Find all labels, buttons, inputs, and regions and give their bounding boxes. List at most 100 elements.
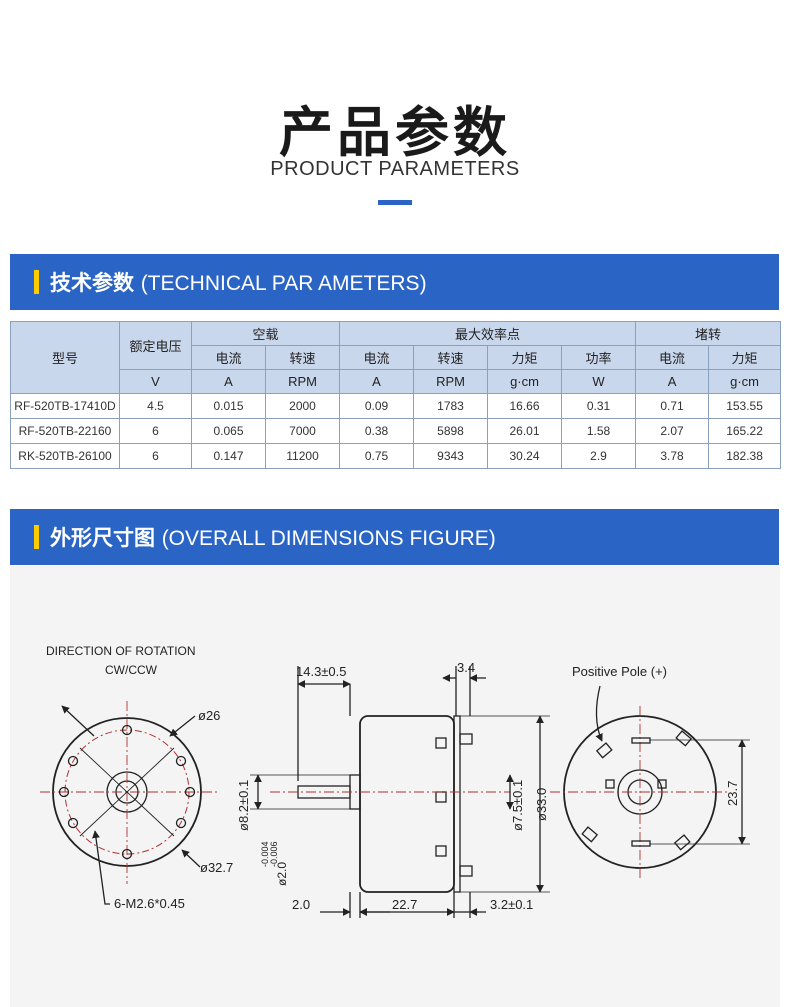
table-cell: 11200 bbox=[264, 443, 341, 469]
unit-cell: A bbox=[191, 369, 266, 394]
mount-hole bbox=[184, 786, 196, 798]
table-cell: 1783 bbox=[413, 393, 489, 419]
dim-22-7: 22.7 bbox=[392, 897, 417, 912]
terminal bbox=[631, 840, 651, 847]
dim-dia-32-7: ø32.7 bbox=[200, 860, 233, 875]
mount-hole bbox=[67, 755, 79, 767]
no-load-group-header: 空载 bbox=[190, 321, 341, 346]
sub-header: 电流 bbox=[191, 345, 266, 370]
dimensions-section-header: 外形尺寸图 (OVERALL DIMENSIONS FIGURE) bbox=[10, 509, 779, 565]
table-cell: 30.24 bbox=[487, 443, 563, 469]
dim-8-2: ø8.2±0.1 bbox=[236, 780, 251, 831]
dim-14-3: 14.3±0.5 bbox=[296, 664, 347, 679]
sub-header: 力矩 bbox=[487, 345, 563, 370]
table-cell: 6 bbox=[119, 443, 192, 469]
table-cell: 6 bbox=[119, 418, 192, 444]
table-cell: 0.065 bbox=[191, 418, 266, 444]
mount-hole bbox=[58, 786, 70, 798]
title-underline bbox=[378, 200, 412, 205]
table-row: RF-520TB-17410D 4.5 0.015 2000 0.09 1783… bbox=[10, 393, 782, 419]
table-cell: 0.147 bbox=[191, 443, 266, 469]
table-cell: 0.015 bbox=[191, 393, 266, 419]
motor-can bbox=[359, 715, 455, 893]
mount-hole bbox=[121, 724, 133, 736]
dim-dia-26: ø26 bbox=[198, 708, 220, 723]
sub-header: 功率 bbox=[561, 345, 637, 370]
sub-header: 力矩 bbox=[708, 345, 782, 370]
table-cell: 5898 bbox=[413, 418, 489, 444]
technical-section-header: 技术参数 (TECHNICAL PAR AMETERS) bbox=[10, 254, 779, 310]
parameter-table: 型号 额定电压 空载 最大效率点 堵转 电流 转速 电流 转速 力矩 功率 电流… bbox=[10, 321, 782, 469]
dim-2-0: 2.0 bbox=[292, 897, 310, 912]
unit-cell: RPM bbox=[264, 369, 341, 394]
dimensions-section-title: 外形尺寸图 (OVERALL DIMENSIONS FIGURE) bbox=[50, 522, 496, 552]
sub-header: 电流 bbox=[635, 345, 710, 370]
unit-cell: W bbox=[561, 369, 637, 394]
technical-section-title: 技术参数 (TECHNICAL PAR AMETERS) bbox=[50, 267, 427, 297]
table-cell: RK-520TB-26100 bbox=[10, 443, 120, 469]
table-cell: 0.38 bbox=[339, 418, 415, 444]
mount-hole bbox=[121, 848, 133, 860]
table-cell: 7000 bbox=[264, 418, 341, 444]
table-row: RF-520TB-22160 6 0.065 7000 0.38 5898 26… bbox=[10, 418, 782, 444]
table-cell: 1.58 bbox=[561, 418, 637, 444]
mount-hole bbox=[67, 817, 79, 829]
table-cell: 153.55 bbox=[708, 393, 782, 419]
positive-pole-label: Positive Pole (+) bbox=[572, 664, 667, 679]
technical-title-en: (TECHNICAL PAR AMETERS) bbox=[140, 272, 427, 295]
table-cell: 9343 bbox=[413, 443, 489, 469]
unit-cell: g·cm bbox=[708, 369, 782, 394]
unit-cell: g·cm bbox=[487, 369, 563, 394]
sub-header: 转速 bbox=[264, 345, 341, 370]
unit-cell: A bbox=[339, 369, 415, 394]
table-cell: 0.75 bbox=[339, 443, 415, 469]
page-title: 产品参数 bbox=[279, 101, 511, 164]
rear-view: Positive Pole (+) 23.7 bbox=[550, 664, 750, 878]
section-marker bbox=[34, 270, 39, 294]
table-cell: RF-520TB-22160 bbox=[10, 418, 120, 444]
dim-shaft: ø2.0 bbox=[275, 862, 289, 886]
dim-3-4: 3.4 bbox=[457, 660, 475, 675]
table-cell: 4.5 bbox=[119, 393, 192, 419]
front-view: DIRECTION OF ROTATION CW/CCW ø26 ø32.7 bbox=[40, 644, 233, 911]
dim-7-5: ø7.5±0.1 bbox=[510, 780, 525, 831]
table-cell: 2.9 bbox=[561, 443, 637, 469]
mount-hole bbox=[175, 755, 187, 767]
unit-cell: V bbox=[119, 369, 192, 394]
dim-shaft-tol-top: -0.004 bbox=[260, 841, 270, 867]
max-efficiency-group-header: 最大效率点 bbox=[339, 321, 637, 346]
dimensions-title-en: (OVERALL DIMENSIONS FIGURE) bbox=[161, 527, 496, 550]
table-cell: 0.71 bbox=[635, 393, 710, 419]
model-header: 型号 bbox=[10, 321, 120, 394]
motor-drawing: DIRECTION OF ROTATION CW/CCW ø26 ø32.7 bbox=[40, 644, 750, 918]
unit-cell: A bbox=[635, 369, 710, 394]
table-row: RK-520TB-26100 6 0.147 11200 0.75 9343 3… bbox=[10, 443, 782, 469]
dim-shaft-tol-bottom: -0.006 bbox=[269, 841, 279, 867]
dimensions-figure: DIRECTION OF ROTATION CW/CCW ø26 ø32.7 bbox=[10, 566, 780, 1007]
table-cell: 3.78 bbox=[635, 443, 710, 469]
dim-23-7: 23.7 bbox=[725, 781, 740, 806]
table-cell: 182.38 bbox=[708, 443, 782, 469]
table-cell: 0.09 bbox=[339, 393, 415, 419]
stall-group-header: 堵转 bbox=[635, 321, 782, 346]
dim-33: ø33.0 bbox=[534, 788, 549, 821]
dim-3-2: 3.2±0.1 bbox=[490, 897, 533, 912]
table-cell: 26.01 bbox=[487, 418, 563, 444]
side-view: 14.3±0.5 3.4 ø8.2±0.1 -0.004 -0.006 bbox=[236, 660, 550, 918]
unit-cell: RPM bbox=[413, 369, 489, 394]
dim-screw: 6-M2.6*0.45 bbox=[114, 896, 185, 911]
table-cell: 0.31 bbox=[561, 393, 637, 419]
end-cap bbox=[453, 715, 461, 893]
page-header: 产品参数 PRODUCT PARAMETERS bbox=[0, 0, 790, 240]
mount-hole bbox=[175, 817, 187, 829]
section-marker bbox=[34, 525, 39, 549]
rotation-label-1: DIRECTION OF ROTATION bbox=[46, 644, 196, 658]
table-cell: 2000 bbox=[264, 393, 341, 419]
table-cell: 16.66 bbox=[487, 393, 563, 419]
sub-header: 转速 bbox=[413, 345, 489, 370]
dimensions-title-cn: 外形尺寸图 bbox=[50, 526, 155, 550]
sub-header: 电流 bbox=[339, 345, 415, 370]
technical-title-cn: 技术参数 bbox=[50, 271, 134, 295]
table-cell: 165.22 bbox=[708, 418, 782, 444]
table-cell: 2.07 bbox=[635, 418, 710, 444]
